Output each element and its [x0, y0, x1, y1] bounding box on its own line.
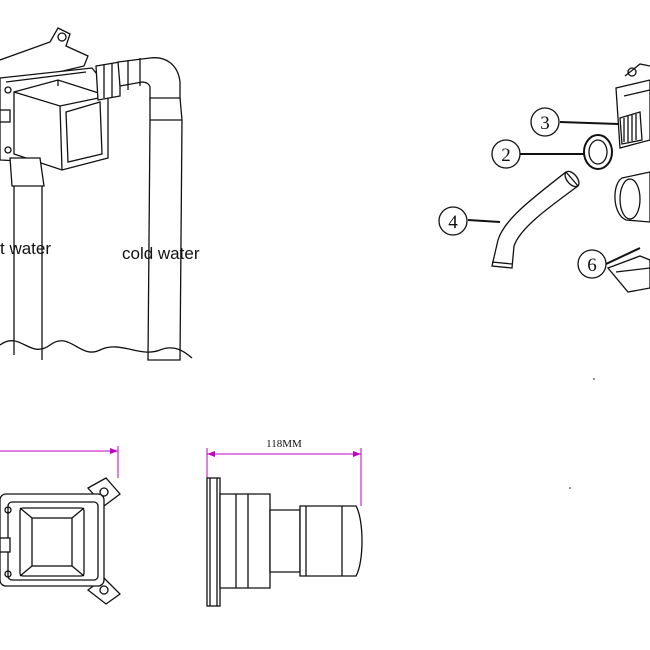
svg-text:3: 3	[540, 113, 550, 134]
callout-6: 6	[577, 249, 607, 279]
side-view-dimension: 118MM	[266, 438, 302, 450]
callout-2: 2	[491, 139, 521, 169]
installation-view: t water cold water	[0, 27, 200, 361]
hot-water-label: t water	[0, 239, 51, 258]
svg-text:6: 6	[587, 255, 597, 276]
callout-3: 3	[530, 107, 560, 137]
svg-text:4: 4	[448, 212, 458, 233]
exploded-parts-view: 3 2 4 6	[438, 63, 650, 489]
front-view	[0, 446, 122, 605]
svg-text:2: 2	[501, 145, 511, 166]
cold-water-label: cold water	[122, 244, 200, 263]
side-view: 118MM	[206, 438, 363, 607]
callout-4: 4	[438, 206, 468, 236]
